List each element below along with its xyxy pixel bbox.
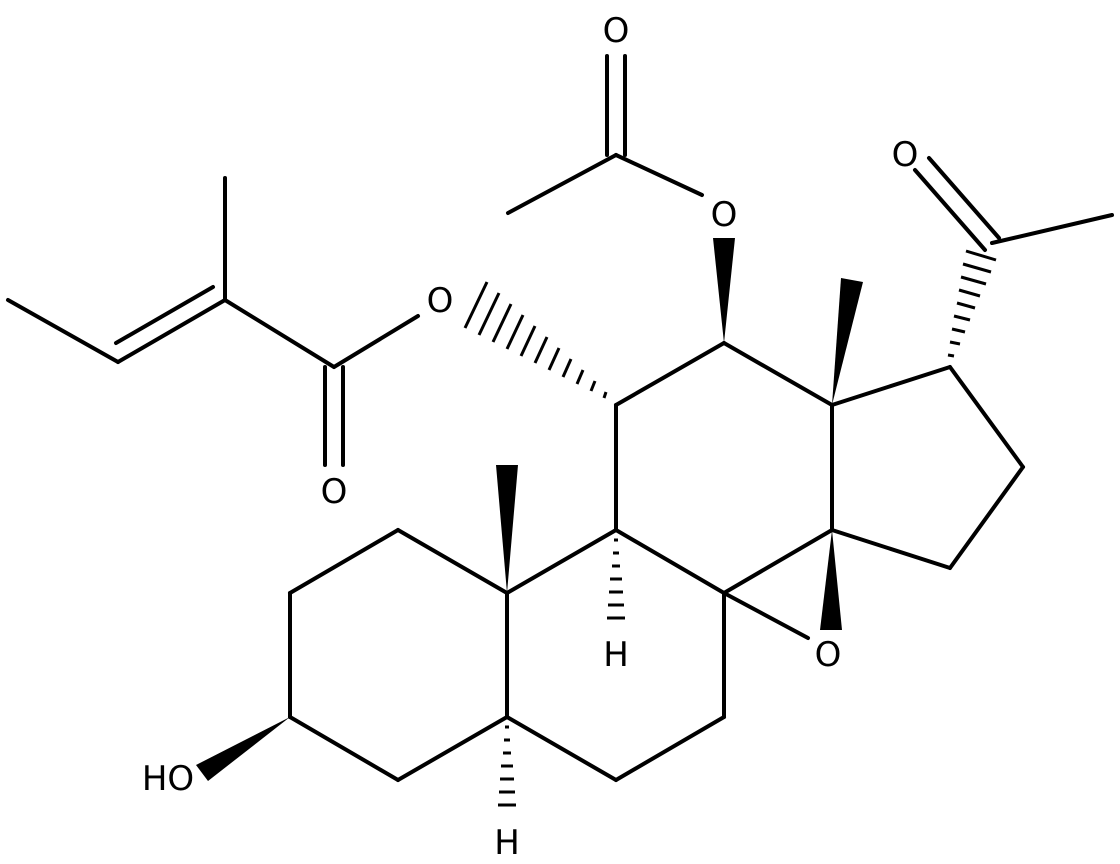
bond <box>927 156 1001 240</box>
acetyl-side-chain: O <box>892 135 1114 358</box>
bond <box>6 298 120 364</box>
c13-methyl-wedge <box>832 278 863 405</box>
bond <box>830 365 952 407</box>
bond <box>114 285 215 345</box>
angelate-carbonyl-oxygen-label: O <box>321 472 348 512</box>
c17-hash <box>947 249 997 358</box>
bond <box>332 314 420 369</box>
bond <box>505 715 618 782</box>
bond <box>614 715 726 782</box>
angelate-ester-group: O O <box>6 176 608 512</box>
ring-d <box>830 365 1025 570</box>
bond <box>722 341 834 407</box>
bond <box>990 213 1114 245</box>
acetyl-carbonyl-oxygen-label: O <box>603 11 630 51</box>
bond <box>506 153 618 215</box>
bond <box>396 528 509 595</box>
c12-oxygen-wedge <box>713 238 735 343</box>
bond <box>722 528 834 595</box>
bond <box>223 298 336 369</box>
ring-a <box>288 528 509 782</box>
bond <box>288 715 400 782</box>
c3-hydroxyl-wedge <box>196 717 290 781</box>
bond <box>614 153 704 197</box>
ketone-oxygen-label: O <box>892 135 919 175</box>
bond <box>948 365 1025 469</box>
hydroxyl-label: HO <box>142 759 194 799</box>
acetyl-ester-oxygen-label: O <box>711 195 738 235</box>
bond <box>396 715 509 782</box>
c9-hydrogen-hash <box>607 538 625 620</box>
epoxide-oxygen-label: O <box>815 635 842 675</box>
bond <box>614 528 726 595</box>
c11-hash <box>463 281 608 399</box>
epoxide: O <box>722 530 842 675</box>
wedge-bond <box>820 530 842 630</box>
bond <box>116 298 227 364</box>
angelate-ester-oxygen-label: O <box>427 281 454 321</box>
c9-hydrogen-label: H <box>603 635 629 675</box>
bond <box>288 528 400 595</box>
bond <box>948 465 1025 570</box>
c5-hydrogen-hash <box>498 725 516 807</box>
bond <box>830 528 952 570</box>
bond <box>614 341 726 407</box>
bond <box>722 591 810 640</box>
c5-hydrogen-label: H <box>494 823 520 863</box>
ring-c <box>614 341 834 595</box>
ring-b <box>505 528 726 782</box>
bond <box>505 528 618 595</box>
bond <box>913 168 987 252</box>
c10-methyl-wedge <box>496 465 518 593</box>
acetoxy-group: O O <box>506 11 738 343</box>
